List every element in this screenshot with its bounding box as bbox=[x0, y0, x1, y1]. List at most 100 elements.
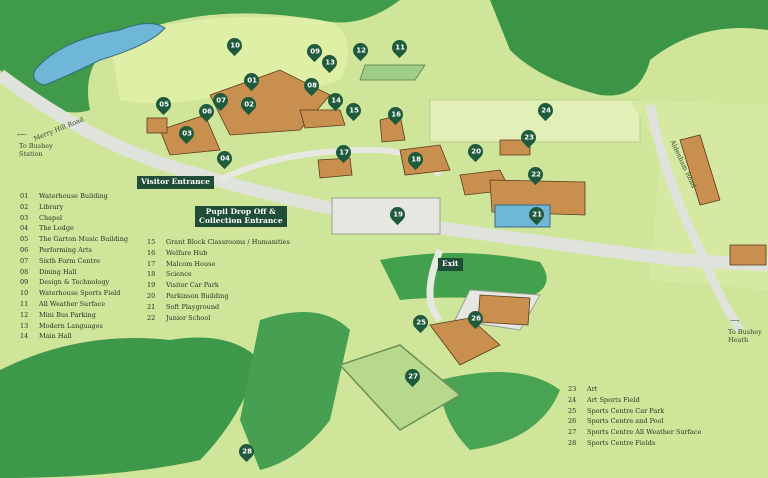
legend-item-12: 12 Mini Bus Parking bbox=[20, 311, 128, 322]
pupil-dropoff-line2: Collection Entrance bbox=[199, 215, 283, 225]
legend-number: 28 bbox=[568, 438, 577, 447]
legend-number: 18 bbox=[147, 270, 156, 279]
legend-label: Sports Centre All Weather Surface bbox=[587, 428, 702, 437]
arrow-right-icon: ⟶ bbox=[730, 317, 740, 325]
arrow-left-icon: ⟵ bbox=[17, 131, 27, 139]
visitor-car-park-area bbox=[331, 197, 441, 235]
legend-item-13: 13 Modern Languages bbox=[20, 322, 128, 333]
pupil-dropoff-sign[interactable]: Pupil Drop Off & Collection Entrance bbox=[195, 206, 287, 228]
legend-label: Visitor Car Park bbox=[166, 281, 219, 290]
legend-item-27: 27 Sports Centre All Weather Surface bbox=[568, 428, 701, 439]
legend-item-20: 20 Parkinson Building bbox=[147, 292, 290, 303]
legend-label: Design & Technology bbox=[39, 278, 110, 287]
legend-item-18: 18 Science bbox=[147, 270, 290, 281]
legend-item-15: 15 Grant Block Classrooms / Humanities bbox=[147, 238, 290, 249]
legend-number: 04 bbox=[20, 224, 29, 233]
to-bushey-station-label: To Bushey Station bbox=[19, 142, 53, 159]
legend-number: 09 bbox=[20, 278, 29, 287]
legend-item-14: 14 Main Hall bbox=[20, 332, 128, 343]
legend-item-19: 19 Visitor Car Park bbox=[147, 281, 290, 292]
legend-label: Chapel bbox=[39, 213, 63, 222]
buildings-group bbox=[146, 69, 767, 366]
legend-label: Junior School bbox=[166, 313, 211, 322]
legend-number: 02 bbox=[20, 202, 29, 211]
to-bushey-station-line2: Station bbox=[19, 149, 43, 158]
legend-label: Science bbox=[166, 270, 192, 279]
legend-number: 20 bbox=[147, 291, 156, 300]
visitor-entrance-sign[interactable]: Visitor Entrance bbox=[137, 176, 214, 189]
legend-item-10: 10 Waterhouse Sports Field bbox=[20, 289, 128, 300]
pupil-dropoff-line1: Pupil Drop Off & bbox=[205, 207, 276, 216]
legend-label: Art bbox=[587, 385, 598, 393]
legend-number: 15 bbox=[147, 238, 156, 246]
all-weather-surface-shape bbox=[359, 64, 426, 81]
legend-item-03: 03 Chapel bbox=[20, 214, 128, 225]
legend-item-28: 28 Sports Centre Fields bbox=[568, 439, 701, 450]
legend-number: 16 bbox=[147, 248, 156, 257]
legend-number: 14 bbox=[20, 332, 29, 341]
legend-number: 27 bbox=[568, 428, 577, 437]
legend-item-05: 05 The Garton Music Building bbox=[20, 235, 128, 246]
legend-label: Dining Hall bbox=[39, 267, 77, 276]
legend-label: Sports Centre Fields bbox=[587, 438, 656, 447]
sports-drive bbox=[426, 248, 444, 323]
exit-sign[interactable]: Exit bbox=[438, 258, 463, 271]
legend-number: 01 bbox=[20, 192, 29, 200]
to-bushey-heath-line2: Heath bbox=[728, 335, 749, 344]
legend-label: The Garton Music Building bbox=[39, 235, 129, 244]
legend-label: Performing Arts bbox=[39, 245, 92, 254]
to-bushey-heath-label: To Bushey Heath bbox=[728, 328, 762, 345]
legend-label: Grant Block Classrooms / Humanities bbox=[166, 238, 290, 246]
legend-number: 11 bbox=[20, 299, 29, 308]
legend-label: All Weather Surface bbox=[39, 299, 106, 308]
legend-label: Mini Bus Parking bbox=[39, 310, 96, 319]
legend-number: 19 bbox=[147, 281, 156, 290]
north-woods bbox=[0, 0, 400, 113]
southeast-woods bbox=[440, 372, 560, 450]
legend-label: Main Hall bbox=[39, 332, 72, 341]
to-bushey-station-line1: To Bushey bbox=[19, 142, 53, 150]
legend-label: Sports Centre and Pool bbox=[587, 417, 664, 426]
legend-item-26: 26 Sports Centre and Pool bbox=[568, 417, 701, 428]
to-bushey-heath-line1: To Bushey bbox=[728, 328, 762, 336]
legend-number: 17 bbox=[147, 259, 156, 268]
legend-label: Modern Languages bbox=[39, 321, 103, 330]
legend-item-09: 09 Design & Technology bbox=[20, 278, 128, 289]
lake bbox=[33, 23, 166, 86]
merry-hill-road-line bbox=[0, 69, 768, 272]
legend-label: Waterhouse Sports Field bbox=[39, 289, 121, 298]
legend-number: 03 bbox=[20, 213, 29, 222]
legend-number: 13 bbox=[20, 321, 29, 330]
legend-label: Parkinson Building bbox=[166, 291, 229, 300]
exit-woods bbox=[380, 252, 547, 300]
legend-item-23: 23 Art bbox=[568, 385, 701, 396]
legend-label: Sixth Form Centre bbox=[39, 256, 101, 265]
sports-centre-fields-east bbox=[520, 290, 768, 478]
south-woods bbox=[240, 312, 350, 470]
legend-number: 05 bbox=[20, 235, 29, 244]
legend-label: Art Sports Field bbox=[587, 395, 640, 404]
legend-label: The Lodge bbox=[39, 224, 74, 233]
legend-number: 10 bbox=[20, 289, 29, 298]
legend-number: 07 bbox=[20, 256, 29, 265]
legend-number: 12 bbox=[20, 310, 29, 319]
legend-number: 26 bbox=[568, 417, 577, 426]
aldenham-road-line bbox=[645, 104, 744, 333]
legend-number: 22 bbox=[147, 313, 156, 322]
legend-number: 21 bbox=[147, 302, 156, 311]
legend-item-22: 22 Junior School bbox=[147, 314, 290, 325]
legend-number: 23 bbox=[568, 385, 577, 393]
